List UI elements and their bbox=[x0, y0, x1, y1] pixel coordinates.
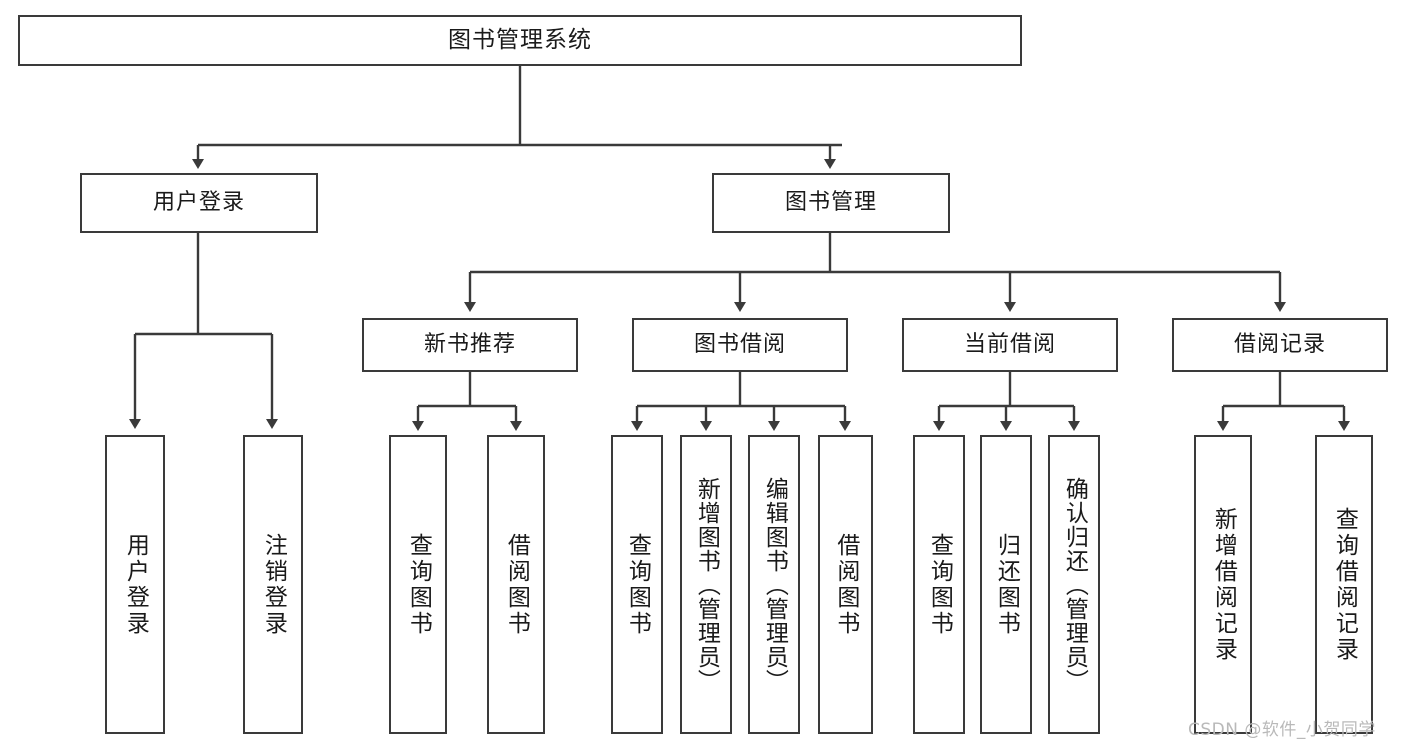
node-label: 确认归还（管理员） bbox=[1061, 476, 1088, 693]
leaf-add-borrow-record[interactable]: 新增借阅记录 bbox=[1194, 435, 1252, 734]
node-current-borrowing[interactable]: 当前借阅 bbox=[902, 318, 1118, 372]
csdn-watermark: CSDN @软件_小贺同学 bbox=[1188, 720, 1376, 740]
node-book-management[interactable]: 图书管理 bbox=[712, 173, 950, 233]
leaf-recommend-borrow-book[interactable]: 借阅图书 bbox=[487, 435, 545, 734]
node-label: 借阅记录 bbox=[1233, 331, 1326, 357]
node-label: 新书推荐 bbox=[423, 331, 516, 357]
leaf-user-login[interactable]: 用户登录 bbox=[105, 435, 165, 734]
node-label: 借阅图书 bbox=[503, 532, 530, 637]
leaf-current-query-book[interactable]: 查询图书 bbox=[913, 435, 965, 734]
node-label: 新增借阅记录 bbox=[1210, 506, 1237, 663]
node-label: 图书借阅 bbox=[693, 331, 786, 357]
node-new-book-recommendation[interactable]: 新书推荐 bbox=[362, 318, 578, 372]
leaf-borrow-borrow-book[interactable]: 借阅图书 bbox=[818, 435, 873, 734]
node-label: 用户登录 bbox=[152, 189, 245, 215]
node-user-login[interactable]: 用户登录 bbox=[80, 173, 318, 233]
leaf-query-borrow-record[interactable]: 查询借阅记录 bbox=[1315, 435, 1373, 734]
node-borrowing-record[interactable]: 借阅记录 bbox=[1172, 318, 1388, 372]
node-book-borrowing[interactable]: 图书借阅 bbox=[632, 318, 848, 372]
leaf-confirm-return-admin[interactable]: 确认归还（管理员） bbox=[1048, 435, 1100, 734]
node-label: 归还图书 bbox=[993, 532, 1020, 637]
node-label: 新增图书（管理员） bbox=[693, 476, 720, 693]
leaf-recommend-query-book[interactable]: 查询图书 bbox=[389, 435, 447, 734]
node-label: 当前借阅 bbox=[963, 331, 1056, 357]
node-label: 注销登录 bbox=[260, 532, 287, 637]
leaf-add-book-admin[interactable]: 新增图书（管理员） bbox=[680, 435, 732, 734]
node-root-library-management-system[interactable]: 图书管理系统 bbox=[18, 15, 1022, 66]
node-label: 查询图书 bbox=[624, 532, 651, 637]
node-label: 借阅图书 bbox=[832, 532, 859, 637]
node-label: 查询借阅记录 bbox=[1331, 506, 1358, 663]
node-label: 用户登录 bbox=[122, 532, 149, 637]
leaf-logout[interactable]: 注销登录 bbox=[243, 435, 303, 734]
leaf-borrow-query-book[interactable]: 查询图书 bbox=[611, 435, 663, 734]
node-label: 图书管理系统 bbox=[448, 26, 592, 53]
node-label: 查询图书 bbox=[926, 532, 953, 637]
leaf-edit-book-admin[interactable]: 编辑图书（管理员） bbox=[748, 435, 800, 734]
leaf-return-book[interactable]: 归还图书 bbox=[980, 435, 1032, 734]
node-label: 图书管理 bbox=[784, 189, 877, 215]
node-label: 编辑图书（管理员） bbox=[761, 476, 788, 693]
node-label: 查询图书 bbox=[405, 532, 432, 637]
